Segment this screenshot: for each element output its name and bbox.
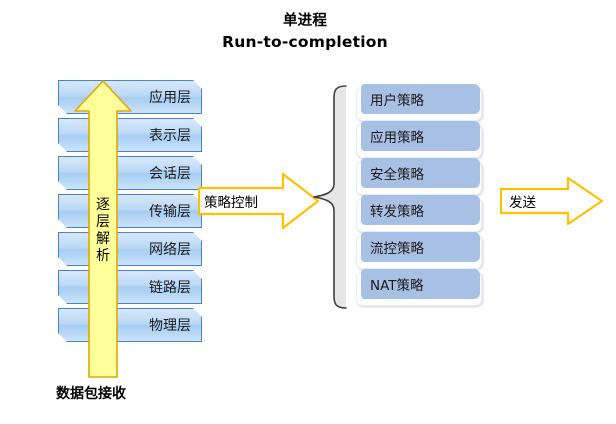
policy-chip: 流控策略 xyxy=(361,232,480,262)
right-arrow-icon xyxy=(198,172,320,230)
up-arrow-char-4: 析 xyxy=(96,248,110,264)
policy-chip: 应用策略 xyxy=(361,121,480,151)
osi-layer-transport[interactable]: 传输层 xyxy=(58,194,202,228)
osi-layer-presentation[interactable]: 表示层 xyxy=(58,118,202,152)
policy-list: 用户策略 应用策略 安全策略 转发策略 流控策略 xyxy=(356,84,482,310)
up-arrow-label: 逐 层 解 析 xyxy=(72,197,134,265)
policy-item-nat[interactable]: NAT策略 xyxy=(356,269,482,306)
title-line-chinese: 单进程 xyxy=(282,13,328,29)
send-arrow: 发送 xyxy=(500,176,604,226)
policy-label: 转发策略 xyxy=(370,204,424,220)
policy-item-user[interactable]: 用户策略 xyxy=(356,84,482,121)
send-label: 发送 xyxy=(509,195,536,211)
policy-item-flow-control[interactable]: 流控策略 xyxy=(356,232,482,269)
policy-chip: 用户策略 xyxy=(361,84,480,114)
osi-layer-label: 传输层 xyxy=(149,204,191,220)
osi-layer-label: 网络层 xyxy=(149,242,191,258)
policy-label: 应用策略 xyxy=(370,130,424,146)
osi-layer-datalink[interactable]: 链路层 xyxy=(58,270,202,304)
osi-layer-session[interactable]: 会话层 xyxy=(58,156,202,190)
policy-label: 用户策略 xyxy=(370,93,424,109)
osi-layer-label: 链路层 xyxy=(149,280,191,296)
up-arrow-parse-layers: 逐 层 解 析 xyxy=(72,79,134,379)
up-arrow-char-2: 层 xyxy=(96,214,110,230)
osi-layer-physical[interactable]: 物理层 xyxy=(58,308,202,342)
policy-chip: NAT策略 xyxy=(361,269,480,299)
title-line-english: Run-to-completion xyxy=(222,32,388,51)
curly-brace xyxy=(312,84,350,310)
osi-layer-label: 应用层 xyxy=(149,90,191,106)
up-arrow-icon xyxy=(74,80,132,378)
policy-label: 安全策略 xyxy=(370,167,424,183)
osi-layer-stack: 应用层 表示层 会话层 传输层 网络层 链路层 物理层 xyxy=(58,80,202,344)
osi-layer-label: 会话层 xyxy=(149,166,191,182)
up-arrow-char-3: 解 xyxy=(96,231,110,247)
policy-chip: 转发策略 xyxy=(361,195,480,225)
policy-control-arrow: 策略控制 xyxy=(198,172,320,230)
policy-item-security[interactable]: 安全策略 xyxy=(356,158,482,195)
osi-layer-label: 表示层 xyxy=(149,128,191,144)
osi-layer-network[interactable]: 网络层 xyxy=(58,232,202,266)
up-arrow-char-1: 逐 xyxy=(96,197,110,213)
diagram-title: 单进程 Run-to-completion xyxy=(160,12,450,52)
policy-label: NAT策略 xyxy=(370,278,424,294)
osi-layer-label: 物理层 xyxy=(149,318,191,334)
policy-control-label: 策略控制 xyxy=(204,195,258,211)
curly-brace-icon xyxy=(313,85,347,309)
policy-label: 流控策略 xyxy=(370,241,424,257)
policy-item-application[interactable]: 应用策略 xyxy=(356,121,482,158)
policy-item-forwarding[interactable]: 转发策略 xyxy=(356,195,482,232)
policy-chip: 安全策略 xyxy=(361,158,480,188)
right-arrow-icon xyxy=(500,176,604,226)
packet-receive-caption: 数据包接收 xyxy=(56,386,126,402)
